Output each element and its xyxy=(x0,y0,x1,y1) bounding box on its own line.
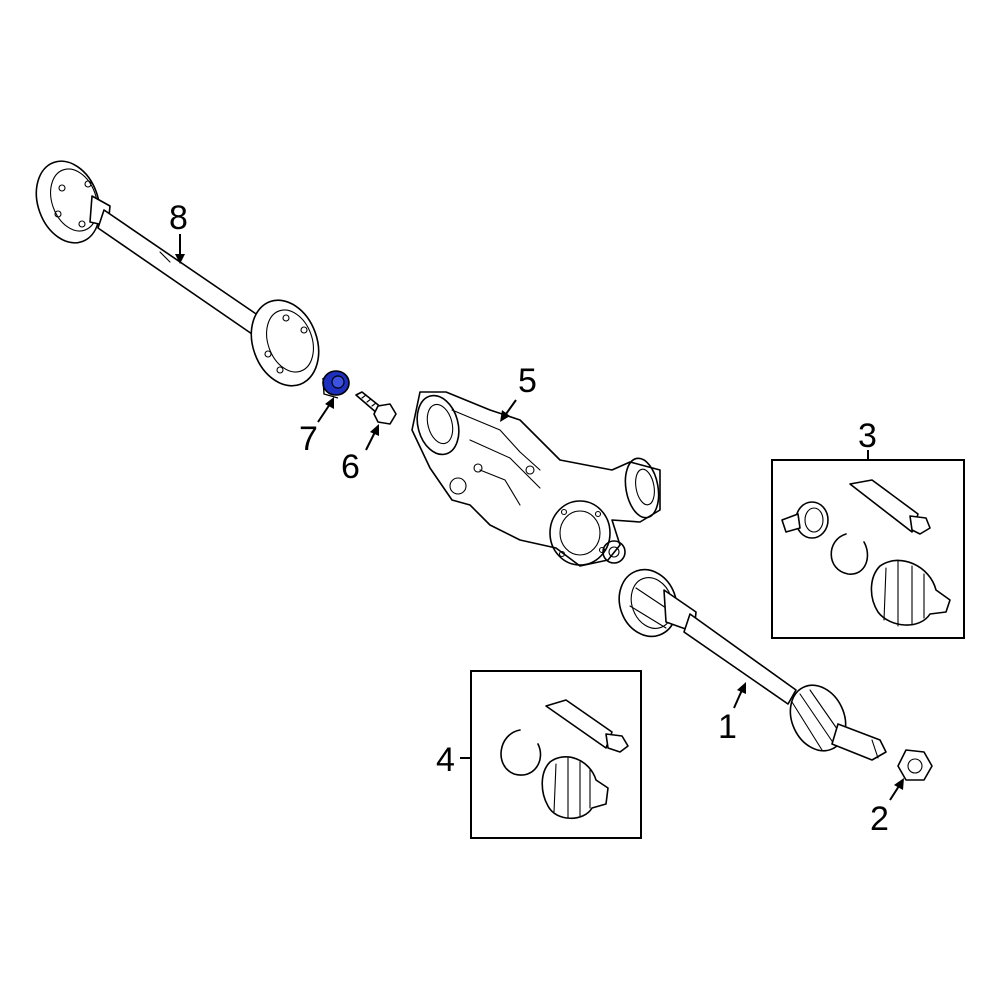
drive-shaft-part-8[interactable] xyxy=(25,152,330,395)
boot-kit-part-4[interactable] xyxy=(470,670,642,839)
callout-7: 7 xyxy=(299,420,318,458)
bolt-part-6[interactable] xyxy=(355,391,397,425)
leader-lines xyxy=(175,234,904,801)
differential-part-5[interactable] xyxy=(411,391,663,567)
callout-4: 4 xyxy=(436,741,455,779)
bushing-part-7[interactable] xyxy=(322,370,350,399)
callout-8: 8 xyxy=(169,199,188,237)
axle-nut-part-2[interactable] xyxy=(897,749,933,781)
callout-1: 1 xyxy=(718,708,737,746)
axle-shaft-part-1[interactable] xyxy=(610,561,887,761)
boot-kit-part-3[interactable] xyxy=(771,459,965,639)
callout-5: 5 xyxy=(518,362,537,400)
callout-2: 2 xyxy=(870,800,889,838)
callout-3: 3 xyxy=(858,417,877,455)
callout-6: 6 xyxy=(341,448,360,486)
